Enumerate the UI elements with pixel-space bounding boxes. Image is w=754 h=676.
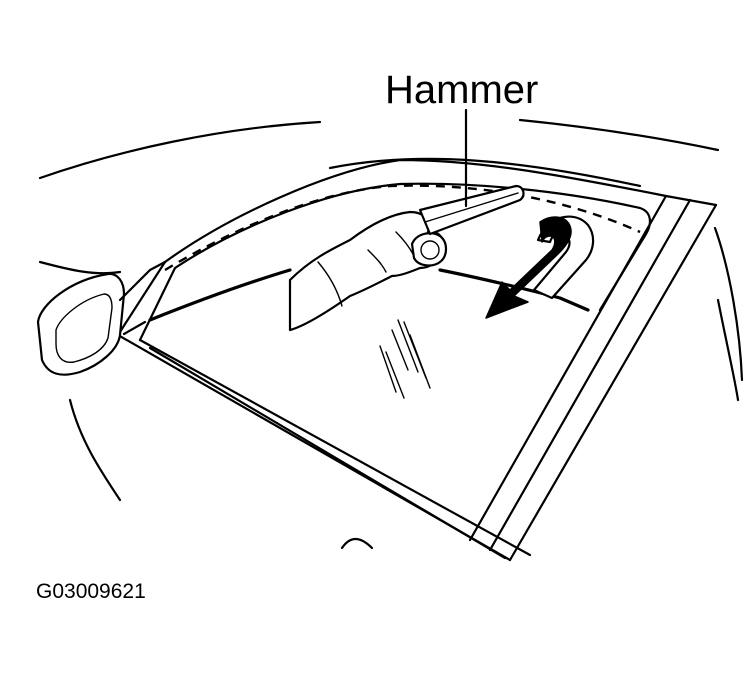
hammer-callout-label: Hammer: [385, 68, 539, 112]
hammer-icon: [418, 108, 525, 236]
car-door-window-icon: [38, 118, 744, 562]
direction-arrow-icon: [485, 215, 595, 319]
hand-icon: [288, 210, 448, 332]
figure-code: G03009621: [36, 580, 146, 603]
side-mirror-icon: [36, 260, 167, 376]
